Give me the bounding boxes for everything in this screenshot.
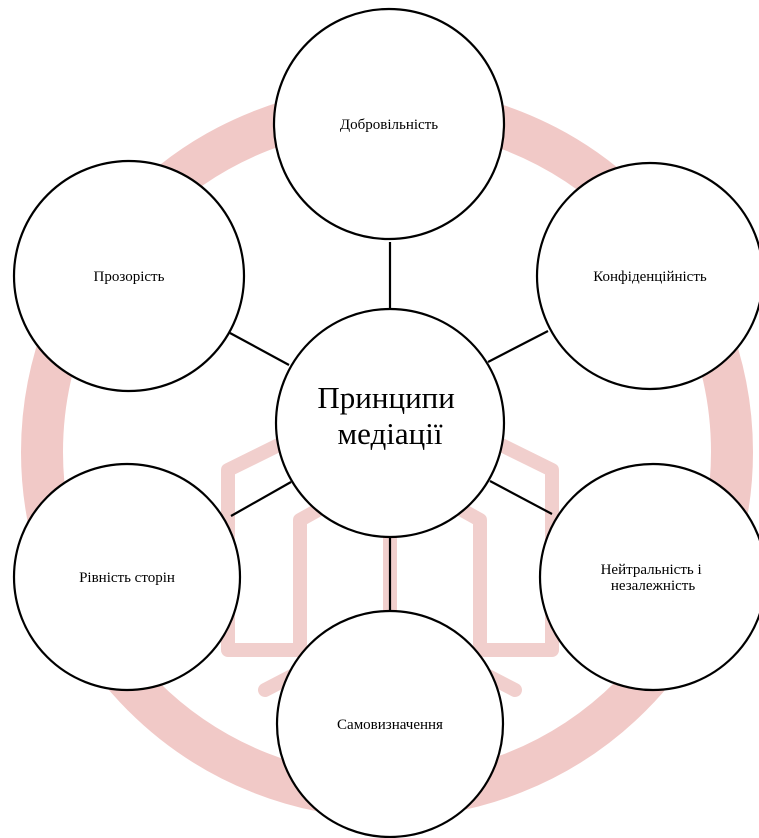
connector-lower-left xyxy=(230,481,292,517)
node-top-label: Добровільність xyxy=(340,117,438,133)
node-upper-right-label: Конфіденційність xyxy=(593,269,707,285)
center-circle xyxy=(274,307,506,539)
node-lower-left-circle xyxy=(12,462,242,692)
node-lower-right-label-line2: незалежність xyxy=(611,578,695,594)
node-lower-left-label: Рівність сторін xyxy=(79,570,175,586)
node-lower-left: Рівність сторін xyxy=(12,462,242,692)
node-lower-right: Нейтральність і незалежність xyxy=(538,462,759,692)
node-lower-right-label-line1: Нейтральність і xyxy=(601,562,702,578)
center-title-line2: медіації xyxy=(338,416,443,451)
connectors xyxy=(229,242,553,612)
node-bottom: Самовизначення xyxy=(275,609,505,838)
node-center: Принципи медіації xyxy=(274,307,506,539)
node-upper-left-circle xyxy=(12,159,246,393)
node-upper-right-circle xyxy=(535,161,759,391)
node-lower-right-label: Нейтральність і незалежність xyxy=(601,562,706,594)
center-title: Принципи медіації xyxy=(317,380,462,451)
node-bottom-label: Самовизначення xyxy=(337,717,443,733)
connector-upper-right xyxy=(487,330,549,363)
node-upper-right: Конфіденційність xyxy=(535,161,759,391)
node-top: Добровільність xyxy=(272,7,506,241)
node-upper-left: Прозорість xyxy=(12,159,246,393)
node-bottom-circle xyxy=(275,609,505,838)
center-title-line1: Принципи xyxy=(317,380,454,415)
node-top-circle xyxy=(272,7,506,241)
node-lower-right-circle xyxy=(538,462,759,692)
connector-upper-left xyxy=(229,332,290,366)
node-upper-left-label: Прозорість xyxy=(94,269,165,285)
connector-lower-right xyxy=(489,480,553,515)
